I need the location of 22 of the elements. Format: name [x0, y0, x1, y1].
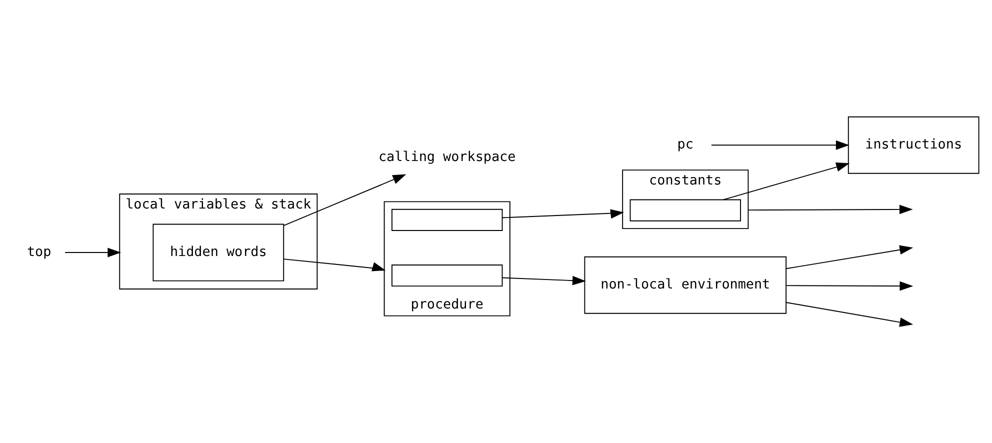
- cluster: procedure: [384, 201, 510, 316]
- node-box: instructions: [848, 116, 980, 174]
- arrow: [502, 209, 624, 219]
- arrow: [786, 281, 914, 291]
- node-box: [391, 208, 503, 231]
- node-text: calling workspace: [378, 150, 516, 166]
- node-box: [630, 199, 741, 222]
- arrow: [786, 245, 914, 270]
- node-box: non-local environment: [584, 256, 787, 314]
- node-text: pc: [677, 138, 694, 153]
- arrow: [64, 248, 122, 258]
- arrow: [722, 162, 850, 200]
- cluster: constants: [622, 170, 749, 230]
- arrow: [786, 302, 914, 327]
- node-text: top: [26, 245, 52, 260]
- arrow: [283, 258, 386, 272]
- arrow: [710, 140, 850, 150]
- arrow: [283, 174, 406, 226]
- arrow: [748, 204, 913, 214]
- arrow: [502, 276, 586, 286]
- node-box: [391, 264, 503, 287]
- node-box: hidden words: [152, 224, 284, 282]
